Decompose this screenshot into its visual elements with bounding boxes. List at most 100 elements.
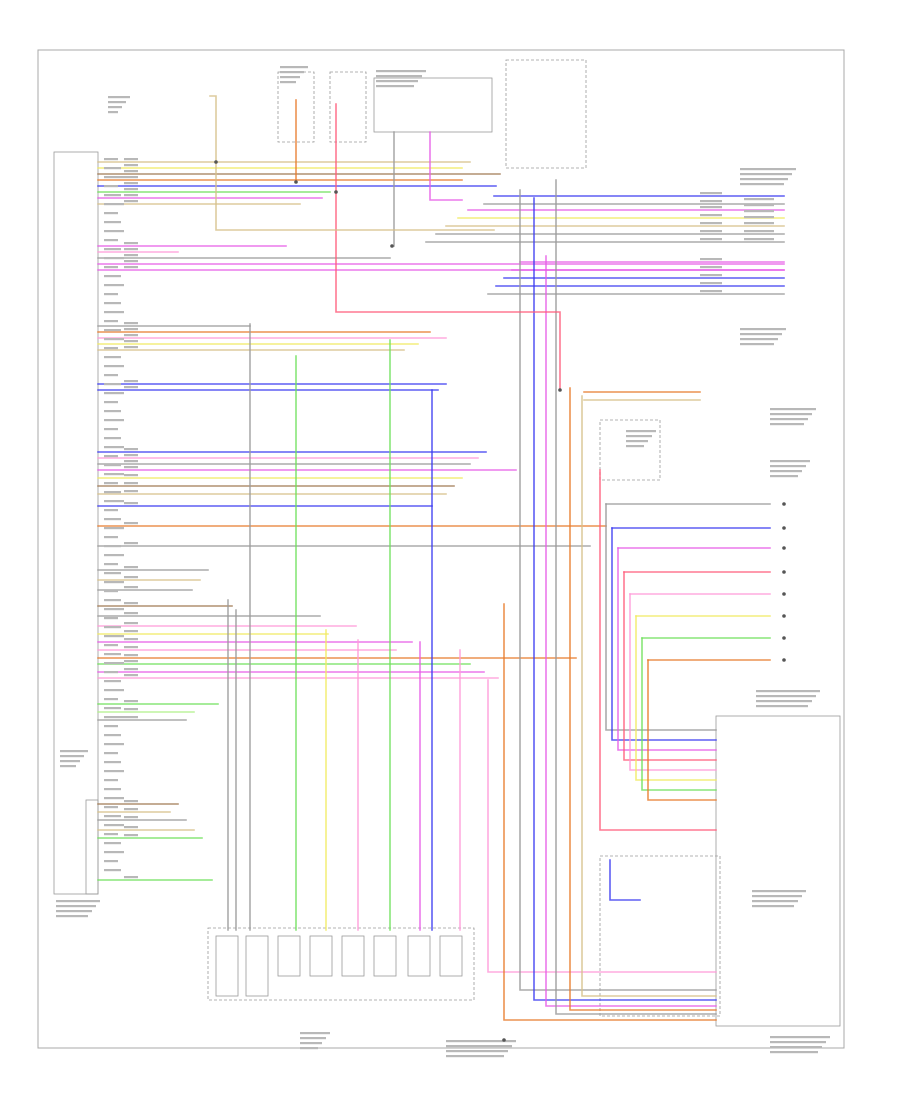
pin-label bbox=[104, 257, 124, 260]
component-caption bbox=[770, 413, 812, 416]
wire-color-label bbox=[124, 474, 138, 477]
pin-label bbox=[104, 563, 118, 566]
component-caption bbox=[626, 430, 656, 433]
connector-pin-label bbox=[744, 216, 774, 219]
wire-color-label bbox=[124, 460, 138, 463]
solenoid-7 bbox=[407, 935, 431, 977]
component-caption bbox=[752, 905, 794, 908]
pin-label bbox=[104, 545, 121, 548]
pin-label bbox=[104, 167, 121, 170]
splice-4 bbox=[558, 388, 562, 392]
wire-color-label bbox=[124, 808, 138, 811]
trunk-wire-0 bbox=[487, 679, 717, 973]
pin-label bbox=[104, 230, 124, 233]
pin-label bbox=[104, 338, 124, 341]
pin-label bbox=[104, 860, 118, 863]
pin-label bbox=[104, 383, 121, 386]
component-caption bbox=[280, 76, 300, 79]
component-caption bbox=[770, 460, 810, 463]
pin-label bbox=[104, 302, 121, 305]
component-caption bbox=[280, 81, 296, 84]
selector-blue bbox=[609, 859, 641, 901]
pin-label bbox=[104, 869, 121, 872]
component-caption bbox=[770, 470, 802, 473]
component-caption bbox=[108, 106, 122, 109]
wire-color-label bbox=[124, 188, 138, 191]
wire-color-label bbox=[124, 346, 138, 349]
pin-label bbox=[104, 374, 118, 377]
range-terminal-4 bbox=[782, 592, 786, 596]
connector-pin-label bbox=[744, 198, 774, 201]
component-caption bbox=[108, 111, 118, 114]
component-caption bbox=[56, 915, 88, 918]
transmission-control-module bbox=[53, 151, 99, 895]
solenoid-1 bbox=[215, 935, 239, 997]
pin-label bbox=[104, 806, 118, 809]
component-caption bbox=[770, 1041, 826, 1044]
wire-color-label bbox=[124, 380, 138, 383]
solenoid-8 bbox=[439, 935, 463, 977]
solenoid-3 bbox=[277, 935, 301, 977]
component-caption bbox=[108, 101, 126, 104]
pin-label bbox=[104, 491, 121, 494]
component-caption bbox=[770, 1051, 818, 1054]
component-caption bbox=[770, 418, 808, 421]
component-caption bbox=[752, 895, 802, 898]
ecm-drop-2 bbox=[429, 131, 463, 201]
range-red-return bbox=[599, 469, 717, 831]
range-drop-0 bbox=[605, 503, 717, 731]
component-caption bbox=[740, 183, 784, 186]
pin-label bbox=[104, 419, 124, 422]
component-caption bbox=[740, 178, 788, 181]
trunk-wire-7 bbox=[581, 395, 717, 997]
pin-label bbox=[104, 446, 124, 449]
pin-label bbox=[104, 644, 118, 647]
connector-pin-label bbox=[744, 222, 774, 225]
connector-label bbox=[700, 214, 722, 217]
connector-label bbox=[700, 200, 722, 203]
component-caption bbox=[770, 475, 798, 478]
component-caption bbox=[770, 408, 816, 411]
wire-color-label bbox=[124, 586, 138, 589]
pin-label bbox=[104, 725, 118, 728]
pin-label bbox=[104, 851, 124, 854]
pin-label bbox=[104, 761, 121, 764]
component-caption bbox=[446, 1040, 516, 1043]
wire-color-label bbox=[124, 386, 138, 389]
pin-label bbox=[104, 509, 118, 512]
component-caption bbox=[376, 75, 422, 78]
pin-label bbox=[104, 527, 124, 530]
range-drop-5 bbox=[635, 615, 717, 781]
pin-label bbox=[104, 554, 124, 557]
pin-label bbox=[104, 356, 121, 359]
wire-color-label bbox=[124, 674, 138, 677]
connector-label bbox=[700, 222, 722, 225]
trunk-wire-3 bbox=[533, 197, 717, 1001]
wire-color-label bbox=[124, 876, 138, 879]
solenoid-4 bbox=[309, 935, 333, 977]
pin-label bbox=[104, 752, 118, 755]
component-caption bbox=[626, 435, 652, 438]
range-drop-7 bbox=[647, 659, 717, 801]
tcm-connector-lower bbox=[85, 799, 99, 895]
range-terminal-7 bbox=[782, 658, 786, 662]
pin-label bbox=[104, 671, 118, 674]
wire-color-label bbox=[124, 660, 138, 663]
wire-color-label bbox=[124, 800, 138, 803]
wire-color-label bbox=[124, 334, 138, 337]
pin-label bbox=[104, 608, 124, 611]
range-terminal-6 bbox=[782, 636, 786, 640]
wire-color-label bbox=[124, 482, 138, 485]
component-caption bbox=[56, 905, 96, 908]
pin-label bbox=[104, 698, 118, 701]
component-caption bbox=[740, 338, 778, 341]
wire-color-label bbox=[124, 566, 138, 569]
pin-label bbox=[104, 266, 118, 269]
component-caption bbox=[740, 173, 792, 176]
wire-color-label bbox=[124, 602, 138, 605]
trunk-wire-2 bbox=[519, 189, 717, 991]
pin-label bbox=[104, 428, 118, 431]
pin-label bbox=[104, 788, 121, 791]
pin-label bbox=[104, 572, 121, 575]
